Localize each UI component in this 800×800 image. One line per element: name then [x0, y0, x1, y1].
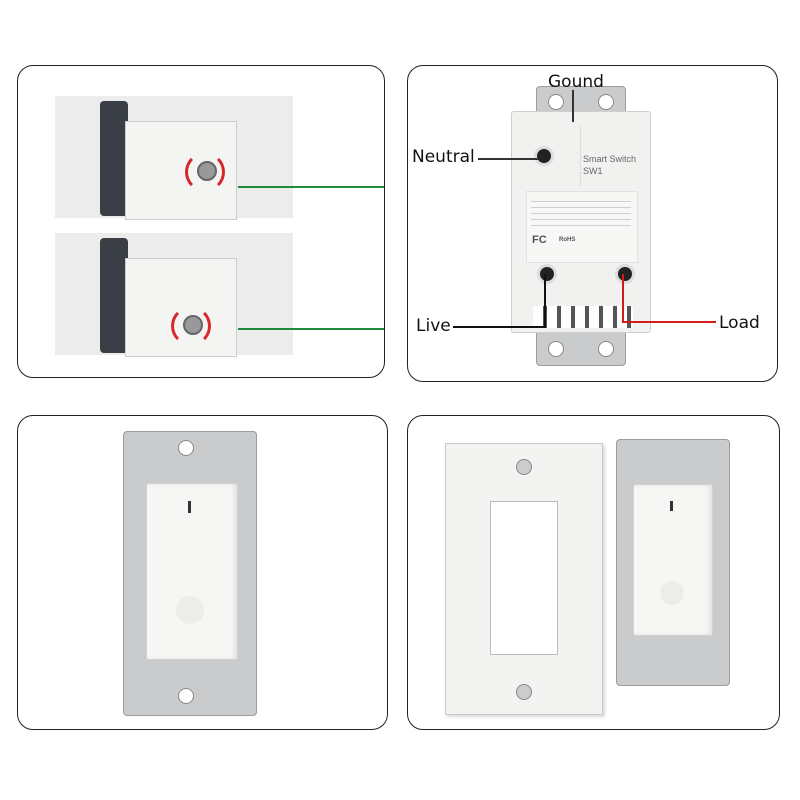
- led-indicator: [670, 501, 673, 511]
- switch-with-wallplate-panel: [407, 415, 780, 730]
- live-wire-h: [453, 326, 545, 328]
- neutral-label: Neutral: [412, 147, 475, 167]
- load-wire-v: [622, 274, 624, 322]
- live-label: Live: [416, 316, 451, 336]
- live-terminal: [537, 264, 557, 284]
- led-indicator: [188, 501, 191, 513]
- screw-step-photo-1: [55, 96, 293, 220]
- load-terminal: [615, 264, 635, 284]
- connector-line-1: [238, 186, 384, 188]
- ground-wire: [572, 90, 574, 122]
- neutral-terminal: [534, 146, 554, 166]
- touch-area: [176, 596, 204, 624]
- rohs-mark: RoHS: [559, 237, 576, 243]
- touch-area: [660, 581, 684, 605]
- device-title: Smart Switch: [583, 154, 637, 164]
- screw-step-photo-2: [55, 233, 293, 357]
- spec-label: FC RoHS: [526, 191, 638, 263]
- neutral-wire: [478, 158, 538, 160]
- rotate-arrow-icon: [185, 152, 225, 192]
- device-model: SW1: [583, 166, 603, 176]
- ground-label: Gound: [548, 72, 604, 92]
- connector-line-2: [238, 328, 384, 330]
- screw-icon: [516, 459, 532, 475]
- wiring-diagram-panel: Smart Switch SW1 FC RoHS Gound Neutral L…: [407, 65, 778, 382]
- live-wire-v: [544, 274, 546, 328]
- fc-mark: FC: [532, 234, 547, 246]
- screw-install-panel: [17, 65, 385, 378]
- wall-plate: [445, 443, 603, 715]
- load-wire-h: [622, 321, 716, 323]
- switch-rocker: [633, 484, 713, 636]
- switch-front-panel: [17, 415, 388, 730]
- load-label: Load: [719, 313, 760, 333]
- rotate-arrow-icon: [171, 306, 211, 346]
- screw-icon: [516, 684, 532, 700]
- switch-rocker: [146, 483, 238, 660]
